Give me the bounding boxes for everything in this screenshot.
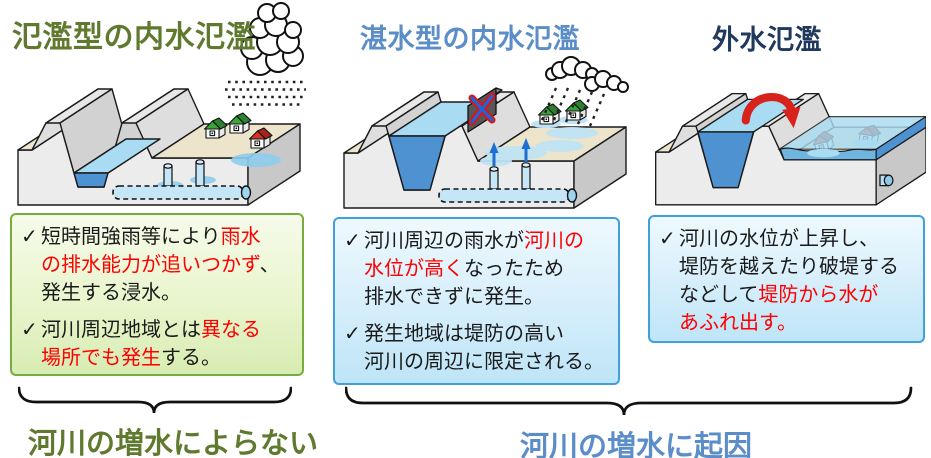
text-segment: 河川の [524,228,584,252]
text-segment: 発生する浸水。 [41,280,181,304]
blocked-x-icon [468,92,496,126]
text-segment: 河川周辺地域とは [41,317,201,341]
rain-cloud-icon [545,56,629,93]
text-segment: 排水できずに発生。 [364,284,544,308]
text-segment: 場所でも発生 [41,345,161,369]
checkmark-icon: ✓ [21,224,38,248]
illustration-overflow-type-inland-flooding [17,2,306,206]
checklist-item: ✓短時間強雨等により雨水 の排水能力が追いつかず、 発生する浸水。 [21,222,297,306]
caused-by-river-rise-label: 河川の増水に起因 [520,429,753,458]
panel3-title: 外水氾濫 [712,25,822,56]
not-caused-by-river-rise-label: 河川の増水によらない [28,426,319,458]
rain-cloud-icon [240,2,304,76]
text-segment: 雨水 [220,224,261,248]
text-segment: 、 [259,252,280,276]
text-segment: あふれ出す。 [679,310,797,334]
drain-pipe-icon [438,188,578,203]
illustration-ponding-type-inland-flooding [343,56,629,209]
text-segment: する。 [161,345,221,369]
panel2-title: 湛水型の内水氾濫 [360,24,580,55]
text-segment: 堤防から水が [758,282,879,306]
checklist-item: ✓河川の水位が上昇し、 堤防を越えたり破堤する などして堤防から水が あふれ出す… [659,224,918,336]
illustration-river-flooding [654,92,926,206]
panel2-description-box: ✓河川周辺の雨水が河川の 水位が高くなったため 排水できずに発生。 ✓発生地域は… [333,217,620,385]
checkmark-icon: ✓ [344,321,361,345]
text-segment: 異なる [201,317,261,341]
checkmark-icon: ✓ [659,226,676,250]
rain-dots-icon [225,80,306,106]
pipe-outlet-icon [879,174,894,187]
checkmark-icon: ✓ [21,317,38,341]
text-segment: 河川周辺の雨水が [364,228,524,252]
flooded-land [480,127,598,166]
drain-pipe-icon [112,185,252,200]
panel1-title: 氾濫型の内水氾濫 [12,20,256,55]
text-segment: 短時間強雨等により [41,224,221,248]
text-segment: 発生地域は堤防の高い [364,321,564,345]
text-segment: 水位が高く [364,256,464,280]
text-segment: 河川の水位が上昇し、 [679,226,879,250]
backflow-arrow-icon [489,138,531,166]
text-segment: などして [679,282,759,306]
checklist-item: ✓発生地域は堤防の高い 河川の周辺に限定される。 [344,319,613,375]
checkmark-icon: ✓ [344,228,361,252]
checklist-item: ✓河川周辺の雨水が河川の 水位が高くなったため 排水できずに発生。 [344,226,613,310]
panel3-description-box: ✓河川の水位が上昇し、 堤防を越えたり破堤する などして堤防から水が あふれ出す… [648,215,925,343]
overflow-arrow-icon [741,93,801,129]
text-segment: 堤防を越えたり破堤する [679,254,899,278]
houses-icon [203,112,273,149]
rain-lines-icon [540,87,606,127]
text-segment: の排水能力が追いつかず [41,252,260,276]
text-segment: 河川の周辺に限定される。 [364,349,604,373]
left-brace [18,386,292,414]
panel1-description-box: ✓短時間強雨等により雨水 の排水能力が追いつかず、 発生する浸水。 ✓河川周辺地… [10,213,304,376]
checklist-item: ✓河川周辺地域とは異なる 場所でも発生する。 [21,315,297,371]
flood-water [777,115,926,161]
right-brace [345,386,913,416]
houses-icon [531,99,589,128]
text-segment: なったため [464,256,564,280]
